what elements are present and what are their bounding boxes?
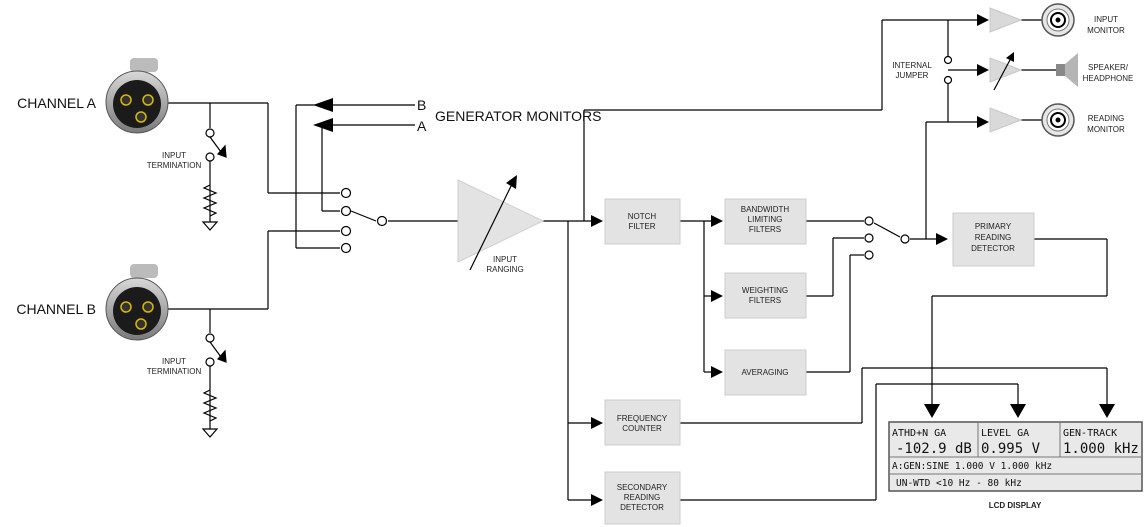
input-ranging-line1: INPUT (493, 255, 517, 264)
lcd-cell2-header: LEVEL GA (981, 428, 1029, 439)
lcd-cell1-header: ATHD+N GA (892, 428, 946, 439)
termination-switch-b (201, 341, 227, 438)
termination-b-line2: TERMINATION (147, 367, 202, 376)
bandwidth-line2: LIMITING (748, 215, 783, 224)
arrowheads (313, 14, 1115, 506)
termination-a-line1: INPUT (162, 151, 186, 160)
frequency-counter-block (604, 399, 681, 446)
input-monitor-line2: MONITOR (1087, 26, 1125, 35)
notch-filter-block (604, 198, 681, 245)
lcd-caption: LCD DISPLAY (989, 501, 1042, 510)
channel-a-label: CHANNEL A (17, 95, 97, 111)
input-monitor-amp (989, 7, 1023, 33)
termination-a-line2: TERMINATION (147, 161, 202, 170)
generator-b-label: B (417, 97, 426, 113)
termination-switch-a (201, 136, 227, 231)
generator-a-label: A (417, 118, 427, 134)
bandwidth-line1: BANDWIDTH (741, 205, 790, 214)
reading-monitor-amp (989, 107, 1023, 133)
input-monitor-line1: INPUT (1094, 15, 1118, 24)
weighting-line2: FILTERS (749, 296, 781, 305)
secondary-line3: DETECTOR (620, 503, 664, 512)
input-ranging-line2: RANGING (486, 265, 523, 274)
processing-blocks (604, 198, 1035, 525)
primary-line2: READING (975, 233, 1011, 242)
termination-b-line1: INPUT (162, 357, 186, 366)
weighting-block (724, 272, 807, 319)
averaging-line1: AVERAGING (742, 368, 789, 377)
primary-line1: PRIMARY (975, 222, 1012, 231)
lcd-cell1-value: -102.9 dB (896, 441, 972, 457)
input-ranging-amplifier (457, 175, 545, 271)
lcd-display: ATHD+N GA -102.9 dB LEVEL GA 0.995 V GEN… (888, 421, 1143, 492)
xlr-connector-b (105, 264, 169, 341)
secondary-detector-block (604, 471, 681, 525)
frequency-line2: COUNTER (622, 424, 662, 433)
primary-line3: DETECTOR (971, 244, 1015, 253)
weighting-line1: WEIGHTING (742, 286, 788, 295)
bandwidth-block (724, 198, 807, 245)
speaker-line2: HEADPHONE (1083, 74, 1134, 83)
internal-jumper-line1: INTERNAL (892, 61, 932, 70)
speaker-amp (989, 57, 1023, 83)
reading-monitor-line1: READING (1088, 114, 1124, 123)
speaker-icon (1056, 53, 1078, 87)
bandwidth-line3: FILTERS (749, 225, 781, 234)
internal-jumper-line2: JUMPER (896, 71, 929, 80)
speaker-line1: SPEAKER/ (1088, 63, 1129, 72)
lcd-cell3-header: GEN-TRACK (1063, 428, 1117, 439)
channel-b-label: CHANNEL B (16, 301, 96, 317)
notch-line1: NOTCH (628, 212, 657, 221)
generator-monitors-label: GENERATOR MONITORS (435, 108, 601, 124)
notch-line2: FILTER (629, 222, 656, 231)
lcd-row3: UN-WTD <10 Hz - 80 kHz (896, 478, 1022, 489)
secondary-line1: SECONDARY (617, 483, 668, 492)
secondary-line2: READING (624, 493, 660, 502)
lcd-cell2-value: 0.995 V (981, 441, 1041, 457)
switch-contacts (205, 55, 953, 367)
frequency-line1: FREQUENCY (617, 414, 668, 423)
bnc-connector-reading (1041, 103, 1075, 137)
averaging-block (724, 349, 807, 396)
xlr-connector-a (105, 58, 169, 134)
bnc-connector-input (1041, 3, 1075, 37)
reading-monitor-line2: MONITOR (1087, 125, 1125, 134)
lcd-cell3-value: 1.000 kHz (1063, 441, 1139, 457)
lcd-row2: A:GEN:SINE 1.000 V 1.000 kHz (892, 461, 1052, 472)
speaker-volume-arrow (993, 52, 1014, 91)
primary-detector-block (952, 212, 1035, 267)
output-amplifiers (989, 7, 1023, 133)
